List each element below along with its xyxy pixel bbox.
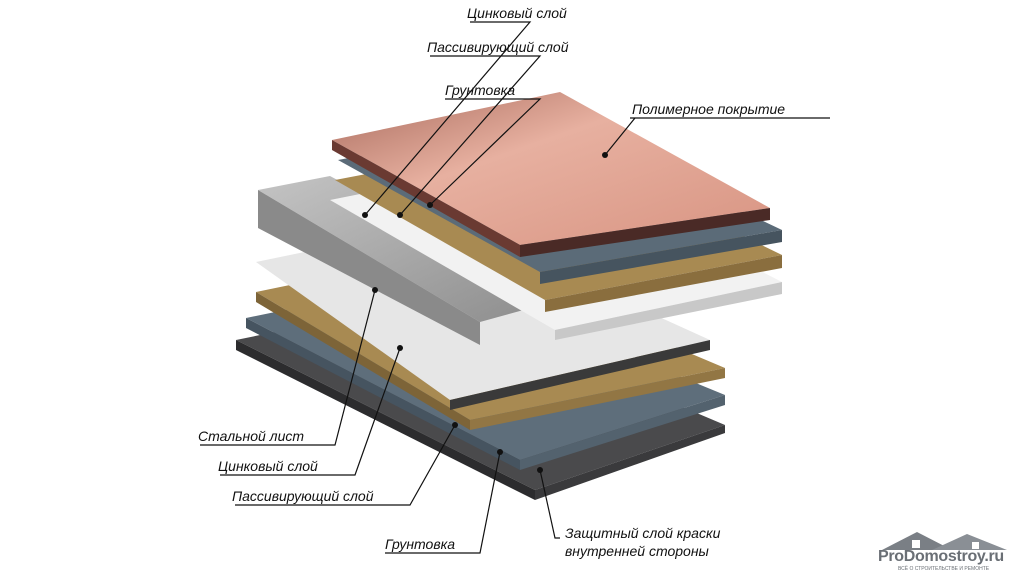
label-primer-bottom: Грунтовка	[385, 536, 456, 552]
label-polymer: Полимерное покрытие	[632, 101, 786, 117]
label-steel: Стальной лист	[198, 428, 305, 444]
label-protective-line2: внутренней стороны	[565, 543, 709, 559]
leader-lines	[200, 21, 830, 554]
leader-dots	[362, 152, 608, 473]
house-icon	[882, 532, 1007, 550]
site-logo: ProDomostroy.ru ВСЁ О СТРОИТЕЛЬСТВЕ И РЕ…	[872, 528, 1022, 574]
label-passivating-bottom: Пассивирующий слой	[232, 488, 374, 504]
logo-tagline: ВСЁ О СТРОИТЕЛЬСТВЕ И РЕМОНТЕ	[898, 566, 990, 572]
label-zinc-top: Цинковый слой	[467, 5, 567, 21]
logo-name: ProDomostroy.ru	[878, 548, 1004, 565]
label-zinc-bottom: Цинковый слой	[218, 458, 318, 474]
label-protective-line1: Защитный слой краски	[565, 525, 721, 541]
label-passivating-top: Пассивирующий слой	[427, 39, 569, 55]
label-primer-top: Грунтовка	[445, 82, 516, 98]
polymer-coating-layer	[332, 92, 770, 257]
